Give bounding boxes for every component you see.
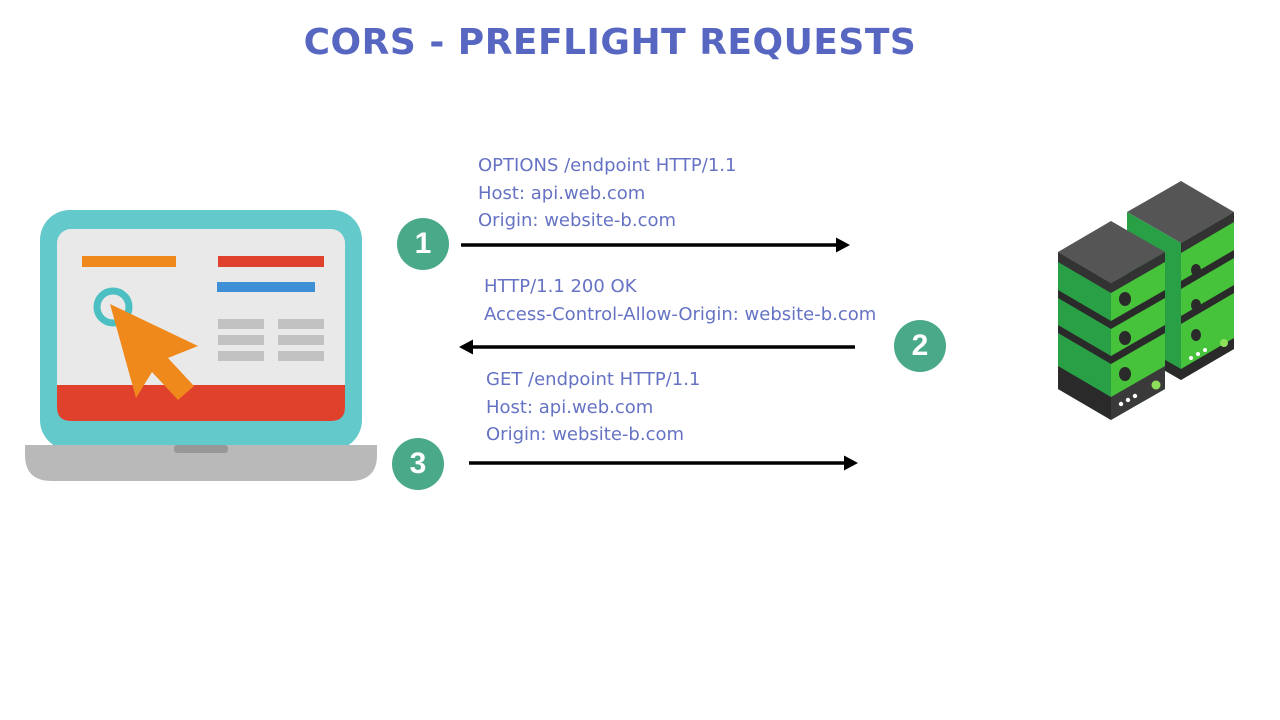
step-2-line-2: Access-Control-Allow-Origin: website-b.c… bbox=[484, 303, 877, 325]
step-3-line-1: GET /endpoint HTTP/1.1 bbox=[486, 369, 701, 390]
arrow-response-2 bbox=[459, 339, 855, 355]
step-1-badge: 1 bbox=[397, 218, 449, 270]
arrow-request-3 bbox=[469, 455, 858, 471]
step-3-badge: 3 bbox=[392, 438, 444, 490]
step-2-message: HTTP/1.1 200 OK Access-Control-Allow-Ori… bbox=[484, 273, 876, 328]
step-2-badge: 2 bbox=[894, 320, 946, 372]
step-2-line-1: HTTP/1.1 200 OK bbox=[484, 276, 637, 297]
step-3-message: GET /endpoint HTTP/1.1 Host: api.web.com… bbox=[486, 366, 700, 449]
step-1-message: OPTIONS /endpoint HTTP/1.1 Host: api.web… bbox=[478, 152, 736, 235]
page-title: CORS - PREFLIGHT REQUESTS bbox=[303, 22, 917, 63]
step-3-line-3: Origin: website-b.com bbox=[486, 424, 685, 445]
step-1-line-1: OPTIONS /endpoint HTTP/1.1 bbox=[478, 155, 737, 176]
step-3-line-2: Host: api.web.com bbox=[486, 396, 654, 418]
server-front bbox=[1058, 221, 1165, 420]
laptop-icon bbox=[25, 210, 377, 481]
step-1-line-3: Origin: website-b.com bbox=[478, 210, 677, 231]
arrow-request-1 bbox=[461, 237, 850, 253]
step-1-line-2: Host: api.web.com bbox=[478, 182, 646, 204]
